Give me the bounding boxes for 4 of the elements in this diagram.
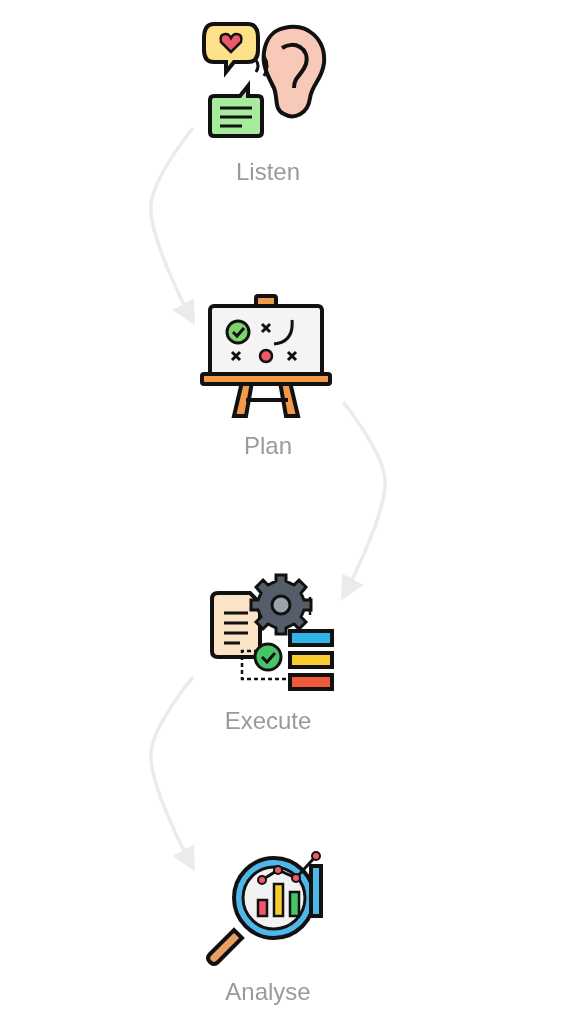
step-label: Listen (234, 158, 301, 186)
step-label: Analyse (224, 978, 312, 1006)
step-label: Plan (242, 432, 293, 460)
step-label: Execute (223, 707, 313, 735)
